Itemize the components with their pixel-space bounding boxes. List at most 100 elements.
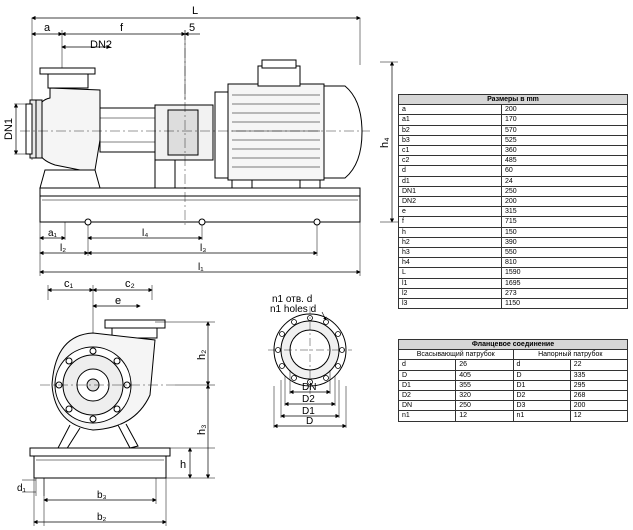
dimension-value-cell: 150 xyxy=(501,226,628,238)
flange-value-cell: 335 xyxy=(569,369,629,381)
flange-discharge-header: Напорный патрубок xyxy=(512,349,628,361)
flange-param-cell: D1 xyxy=(512,379,571,392)
flange-param-cell: n1 xyxy=(512,410,571,422)
dimension-value-cell: 360 xyxy=(501,145,628,157)
dim-h-label: h xyxy=(180,459,186,471)
dim-l1-label: l₁ xyxy=(198,262,204,273)
dimension-value-cell: 24 xyxy=(501,175,628,187)
dimension-name-cell: c2 xyxy=(398,155,502,167)
dimension-value-cell: 1150 xyxy=(501,298,628,310)
flange-param-cell: D2 xyxy=(397,390,457,402)
dimension-value-cell: 715 xyxy=(501,216,628,228)
dim-h3-label: h₃ xyxy=(196,424,208,435)
dimension-name-cell: e xyxy=(398,206,502,218)
dimensions-table-title: Размеры в mm xyxy=(398,93,628,106)
dim-DN-label: DN xyxy=(302,382,316,393)
dimension-value-cell: 170 xyxy=(501,114,628,126)
dim-h2-label: h₂ xyxy=(196,350,208,360)
dimension-name-cell: DN2 xyxy=(398,196,502,208)
dim-c2-label: c₂ xyxy=(125,278,135,290)
dim-L-label: L xyxy=(192,5,198,17)
flange-param-cell: D xyxy=(512,369,571,381)
dim-l2-label: l₂ xyxy=(60,243,66,254)
dimension-name-cell: L xyxy=(398,267,502,279)
flange-view xyxy=(268,306,352,429)
dimension-value-cell: 200 xyxy=(501,196,628,208)
dimension-value-cell: 315 xyxy=(501,206,628,218)
dimension-value-cell: 570 xyxy=(501,124,628,136)
dim-b3-label: b₃ xyxy=(97,490,107,501)
flange-value-cell: 268 xyxy=(569,390,629,402)
dimension-value-cell: 525 xyxy=(501,134,628,147)
dimension-value-cell: 60 xyxy=(501,165,628,177)
side-view xyxy=(13,15,398,276)
dim-h4-label: h₄ xyxy=(379,137,391,148)
dimension-name-cell: b2 xyxy=(398,124,502,136)
flange-value-cell: 12 xyxy=(455,410,514,422)
dimension-name-cell: l3 xyxy=(398,298,502,310)
flange-value-cell: 26 xyxy=(455,359,514,371)
flange-value-cell: 22 xyxy=(569,359,629,371)
flange-value-cell: 355 xyxy=(455,379,514,392)
dimension-name-cell: DN1 xyxy=(398,185,502,198)
dim-l3-label: l₃ xyxy=(200,243,206,254)
dimension-name-cell: a xyxy=(398,104,502,116)
flange-value-cell: 250 xyxy=(455,400,514,412)
dim-a-label: a xyxy=(44,22,51,34)
dim-DN2-label: DN2 xyxy=(90,39,112,51)
dim-e-label: e xyxy=(115,295,121,307)
flange-param-cell: D2 xyxy=(512,390,571,402)
dimension-value-cell: 273 xyxy=(501,287,628,300)
dim-c1-label: c₁ xyxy=(64,278,74,290)
dimension-name-cell: h2 xyxy=(398,236,502,249)
flange-value-cell: 200 xyxy=(569,400,629,412)
flange-param-cell: DN xyxy=(397,400,457,412)
flange-holes-label-en: n1 holes d xyxy=(270,304,316,315)
dim-5-label: 5 xyxy=(189,22,195,34)
dimension-value-cell: 390 xyxy=(501,236,628,249)
flange-value-cell: 405 xyxy=(455,369,514,381)
dimension-name-cell: d xyxy=(398,165,502,177)
dim-b2-label: b₂ xyxy=(97,512,107,523)
dim-f-label: f xyxy=(120,22,124,34)
dim-D2-label: D2 xyxy=(302,394,315,405)
dimension-name-cell: l1 xyxy=(398,277,502,289)
flange-param-cell: D xyxy=(397,369,457,381)
dimension-value-cell: 550 xyxy=(501,247,628,259)
dim-d1-label: d₁ xyxy=(17,483,27,494)
dimension-value-cell: 250 xyxy=(501,185,628,198)
dimension-value-cell: 1695 xyxy=(501,277,628,289)
flange-value-cell: 295 xyxy=(569,379,629,392)
dimension-name-cell: h4 xyxy=(398,257,502,269)
flange-suction-header: Всасывающий патрубок xyxy=(398,349,514,361)
flange-param-cell: D3 xyxy=(512,400,571,412)
dim-a1-label: a₁ xyxy=(48,228,58,239)
dimension-value-cell: 810 xyxy=(501,257,628,269)
flange-table-title: Фланцевое соединение xyxy=(398,338,628,351)
flange-param-cell: d xyxy=(397,359,457,371)
dim-DN1-label: DN1 xyxy=(3,118,15,140)
